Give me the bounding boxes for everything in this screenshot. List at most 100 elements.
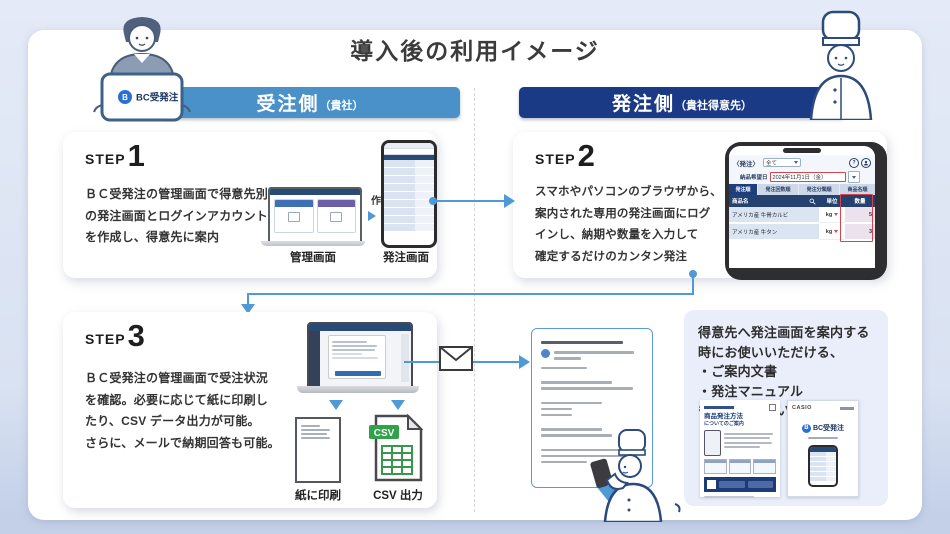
- flyer-phone-thumb: [704, 430, 721, 457]
- step2-line3: インし、納期や数量を入力して: [535, 229, 699, 241]
- step2-number: 2: [577, 138, 595, 173]
- email-text-line: [541, 387, 633, 390]
- step1-line1: ＢＣ受発注の管理画面で得意先別: [85, 187, 269, 201]
- csv-badge-text: CSV: [374, 428, 395, 439]
- column-quantity: 数量: [854, 199, 866, 205]
- manual-brand-text: CASIO: [792, 405, 812, 411]
- step2-description: スマホやパソコンのブラウザから、 案内された専用の発注画面にログ インし、納期や…: [535, 182, 722, 268]
- step3-line4: さらに、メールで納期回答も可能。: [85, 435, 280, 450]
- step1-card: STEP 1 ＢＣ受発注の管理画面で得意先別 の発注画面とログインアカウント を…: [63, 132, 437, 278]
- help-icon: ?: [849, 157, 859, 168]
- row1-product: アメリカ産 牛骨カルビ: [729, 207, 819, 223]
- csv-file-icon: CSV: [368, 413, 424, 483]
- app-nav-title: 〈発注〉: [733, 160, 759, 168]
- email-text-line: [541, 428, 603, 431]
- info-line3: ・ご案内文書: [698, 364, 778, 379]
- connector2-arrowhead: [241, 304, 255, 314]
- step2-line4: 確定するだけのカンタン発注: [535, 250, 688, 263]
- step1-line2: の発注画面とログインアカウント: [85, 208, 269, 223]
- delivery-date-input: 2024年11月1日（金）: [769, 172, 846, 182]
- tab-order: 発注順: [729, 184, 757, 195]
- flyer-title-line2: についてのご案内: [704, 421, 744, 428]
- step3-line2: を確認。必要に応じて紙に印刷し: [85, 392, 269, 407]
- email-preview-bubble: [531, 328, 653, 488]
- delivery-date-label: 納品希望日: [740, 175, 768, 181]
- bubble-tail: [592, 486, 628, 525]
- step3-line1: ＢＣ受発注の管理画面で受注状況: [85, 371, 269, 385]
- admin-screen-thumbnail: [268, 187, 362, 245]
- chevron-down-icon: [794, 161, 798, 164]
- row1-quantity: 5: [845, 207, 875, 223]
- connector1-line: [433, 200, 507, 202]
- manual-phone-thumb: [808, 445, 838, 487]
- manual-logo-mark: B: [801, 423, 811, 433]
- header-order-placer: 発注側 （貴社得意先）: [519, 87, 845, 118]
- step3-line3: たり、CSV データ出力が可能。: [85, 414, 260, 428]
- email-text-line: [541, 434, 613, 437]
- step3-word: STEP: [85, 330, 126, 347]
- step2-heading: STEP 2: [535, 138, 595, 173]
- header-right-title: 発注側: [611, 94, 675, 115]
- tab-order-category: 発注分類順: [799, 184, 840, 195]
- print-caption: 紙に印刷: [295, 490, 341, 502]
- app-filter-value: 全て: [766, 160, 778, 167]
- row2-quantity: 3: [845, 224, 875, 240]
- mail-icon: [439, 346, 473, 371]
- header-order-receiver: 受注側 （貴社）: [160, 87, 460, 118]
- step2-line2: 案内された専用の発注画面にログ: [535, 207, 711, 220]
- user-icon: [861, 157, 871, 168]
- connector1-arrowhead: [504, 194, 515, 208]
- quantity-highlight-box: [840, 194, 873, 242]
- order-app-phone-mockup: 〈発注〉 全て ? 納品希望日 2024年11月1日（: [725, 142, 887, 280]
- create-arrow-icon: [368, 211, 376, 221]
- step3-heading: STEP 3: [85, 318, 145, 353]
- row1-unit-cell: kg: [819, 207, 845, 223]
- manual-logo-text: BC受発注: [812, 425, 845, 432]
- flyer-title-line1: 商品発注方法: [704, 413, 743, 420]
- step1-heading: STEP 1: [85, 138, 145, 173]
- connector2-vline1: [692, 275, 694, 295]
- step3-description: ＢＣ受発注の管理画面で受注状況 を確認。必要に応じて紙に印刷し たり、CSV デ…: [85, 368, 280, 454]
- email-text-line: [541, 366, 587, 369]
- header-left-title: 受注側: [256, 94, 320, 115]
- info-line1: 得意先へ発注画面を案内する: [698, 325, 870, 340]
- email-subject-line: [541, 340, 623, 344]
- step1-number: 1: [127, 138, 145, 173]
- step2-card: STEP 2 スマホやパソコンのブラウザから、 案内された専用の発注画面にログ …: [513, 132, 887, 280]
- email-text-line: [541, 381, 613, 384]
- order-screen-thumbnail: [381, 140, 437, 248]
- qr-code-icon: [707, 480, 716, 490]
- admin-screen-caption: 管理画面: [290, 252, 336, 264]
- step1-line3: を作成し、得意先に案内: [85, 230, 220, 244]
- step2-word: STEP: [535, 150, 576, 167]
- step2-line1: スマホやパソコンのブラウザから、: [535, 186, 722, 198]
- admin-laptop-base: [261, 241, 365, 246]
- app-table-header: 商品名 単位 数量: [729, 195, 875, 207]
- step3-card: STEP 3 ＢＣ受発注の管理画面で受注状況 を確認。必要に応じて紙に印刷し た…: [63, 312, 437, 508]
- csv-badge: [369, 425, 399, 439]
- row2-product: アメリカ産 牛タン: [729, 224, 819, 240]
- info-line4: ・発注マニュアル: [698, 383, 804, 399]
- output-arrow-print: [329, 400, 343, 410]
- step3-number: 3: [127, 318, 145, 353]
- order-screen-caption: 発注画面: [383, 252, 429, 264]
- row2-unit: kg: [825, 228, 833, 235]
- email-text-line: [541, 448, 633, 451]
- order-manual-thumbnail: CASIO B BC受発注: [787, 400, 859, 497]
- search-icon: [809, 198, 816, 205]
- connector2-vline2: [247, 293, 249, 305]
- phone-notch: [783, 148, 821, 153]
- app-navbar: 〈発注〉 全て ?: [729, 155, 875, 170]
- email-text-line: [541, 460, 587, 463]
- email-sender-row: [541, 349, 643, 363]
- page-title: 導入後の利用イメージ: [350, 38, 600, 64]
- email-text-line: [541, 413, 572, 416]
- email-text-line: [541, 407, 572, 410]
- info-line2: 時にお使いいただける、: [698, 344, 844, 360]
- app-tab-bar: 発注順 発注回数順 発注分類順 商品名順: [729, 184, 875, 195]
- column-divider: [474, 88, 475, 512]
- column-product-name: 商品名: [732, 199, 749, 205]
- connector2-dot: [689, 270, 697, 278]
- guide-document-thumbnail: 商品発注方法 についてのご案内: [700, 400, 780, 499]
